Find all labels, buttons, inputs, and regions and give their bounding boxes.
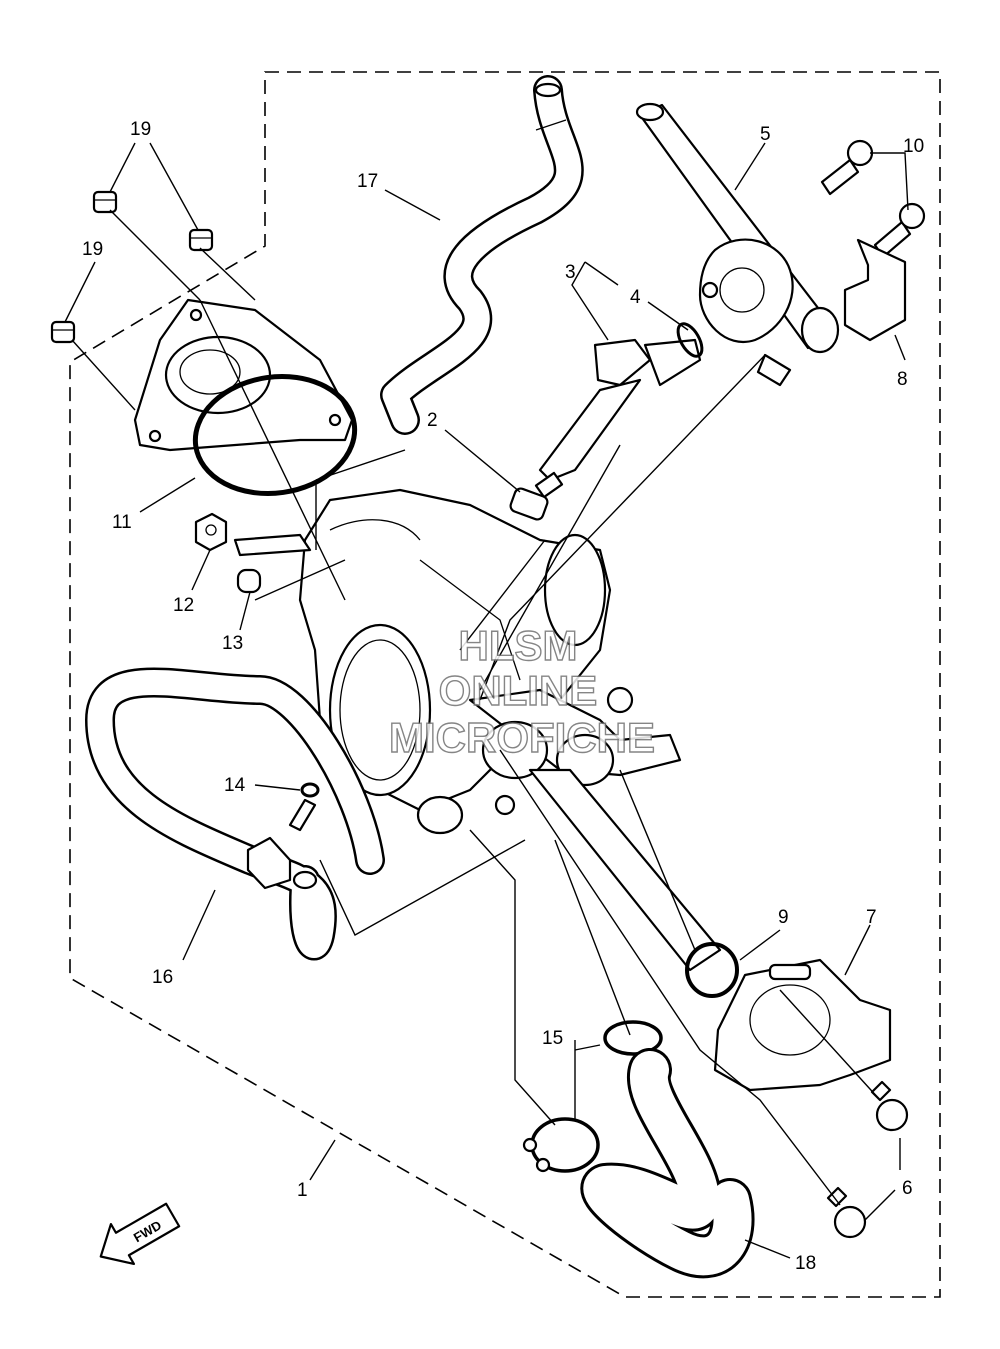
part-hose-17 [380, 75, 584, 435]
callout-15: 15 [542, 1028, 563, 1049]
part-ring-14 [300, 782, 320, 798]
callout-10: 10 [903, 136, 924, 157]
callouts: 19 19 17 5 10 3 4 8 2 11 12 13 14 9 7 16… [82, 119, 924, 1274]
part-screw-6b [826, 1186, 867, 1239]
part-fuel-pipe-5 [635, 102, 840, 387]
part-injector-3 [534, 338, 702, 499]
part-bolt-10a [820, 139, 874, 196]
callout-11: 11 [112, 512, 132, 533]
part-nut-12 [194, 512, 228, 552]
part-oring-9 [685, 942, 739, 998]
watermark-line-3: MICROFICHE [389, 714, 655, 761]
callout-4: 4 [630, 287, 641, 308]
callout-1: 1 [297, 1180, 308, 1201]
part-throttle-body [233, 488, 682, 835]
callout-17: 17 [357, 171, 378, 192]
part-cap-13 [236, 568, 262, 594]
part-screw-19a [92, 190, 118, 214]
part-oring-11 [192, 373, 358, 497]
part-cover-plate [133, 298, 354, 452]
part-bracket-8 [843, 238, 907, 342]
callout-8: 8 [897, 369, 908, 390]
part-seal-2 [509, 487, 549, 521]
part-hose-16 [85, 667, 385, 961]
part-sensor-7 [713, 958, 892, 1092]
part-bolt-10b [873, 202, 926, 259]
fwd-arrow: FWD [99, 1202, 181, 1266]
assembly-boundary [69, 71, 941, 1298]
watermark-line-1: HLSM [459, 622, 578, 669]
callout-16: 16 [152, 967, 173, 988]
callout-19-top: 19 [130, 119, 151, 140]
part-screw-6a [870, 1080, 909, 1132]
part-bolt-14 [246, 798, 317, 890]
leader-lines [64, 142, 909, 1259]
callout-13: 13 [222, 633, 243, 654]
watermark-line-2: ONLINE [439, 667, 598, 714]
callout-19-left: 19 [82, 239, 103, 260]
callout-18: 18 [795, 1253, 816, 1274]
part-clamp-15 [522, 1020, 663, 1173]
callout-14: 14 [224, 775, 246, 796]
callout-3: 3 [565, 262, 576, 283]
part-screw-19c [50, 320, 76, 344]
callout-6: 6 [902, 1178, 913, 1199]
callout-7: 7 [866, 907, 877, 928]
part-screw-19b [188, 228, 214, 252]
part-pipe-9 [528, 768, 722, 972]
part-hose-18 [580, 1048, 755, 1279]
callout-5: 5 [760, 124, 771, 145]
callout-12: 12 [173, 595, 194, 616]
callout-9: 9 [778, 907, 789, 928]
callout-2: 2 [427, 410, 438, 431]
